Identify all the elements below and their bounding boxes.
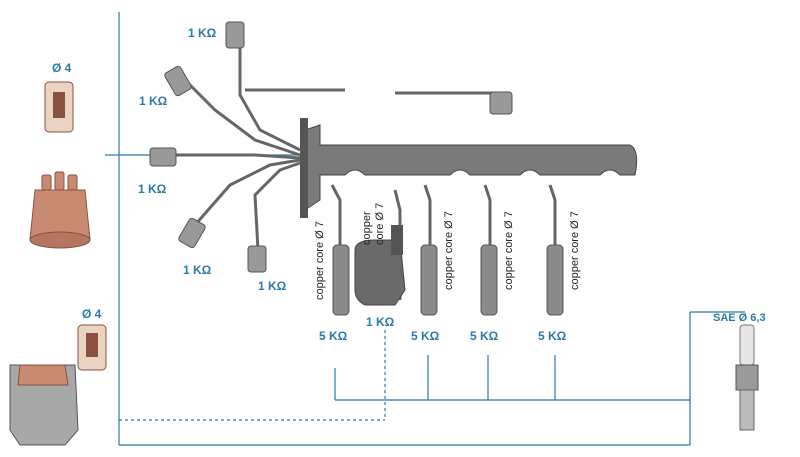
- plug-hex: [735, 364, 759, 391]
- r-upper-left-label: 1 KΩ: [139, 94, 168, 108]
- wire-labels: copper core Ø 7 copper core Ø 7 copper c…: [314, 203, 581, 300]
- connector-mid: [77, 324, 107, 371]
- wire-lower-left: [193, 158, 301, 226]
- spark-plug: [735, 324, 759, 431]
- connector-top-core: [53, 92, 65, 118]
- wire-upper-left: [183, 78, 301, 157]
- wire-mid-left: [165, 153, 301, 160]
- lower-boots: [332, 244, 564, 316]
- r-5k-3-label: 5 KΩ: [470, 329, 499, 343]
- boot-lower-left: [178, 217, 206, 249]
- boot-top: [225, 21, 245, 49]
- plug-boots: [149, 21, 513, 273]
- cap-base: [29, 231, 91, 249]
- r-5k-4-label: 5 KΩ: [538, 329, 567, 343]
- wire-right-far: [395, 91, 502, 101]
- r-5k-1-label: 5 KΩ: [319, 329, 348, 343]
- lower-boot-5: [546, 244, 564, 316]
- connector-top: [44, 81, 74, 133]
- wire-label-2a: copper: [361, 211, 373, 245]
- rail-flange: [300, 118, 308, 218]
- wire-label-1: copper core Ø 7: [314, 221, 326, 300]
- wire-label-4: copper core Ø 7: [503, 211, 515, 290]
- diam-label-top: Ø 4: [52, 61, 72, 75]
- wire-label-3: copper core Ø 7: [443, 211, 455, 290]
- distributor-lower: [9, 364, 79, 446]
- distributor-lower-cap: [17, 364, 69, 386]
- plug-thread: [739, 389, 755, 431]
- connector-mid-core: [86, 333, 98, 357]
- wire-harness: [165, 40, 502, 251]
- plug-insulator: [739, 324, 755, 366]
- lower-boot-1: [332, 244, 350, 316]
- boot-upper-left: [164, 65, 192, 97]
- diam-label-mid: Ø 4: [82, 307, 102, 321]
- lower-boot-4: [480, 244, 498, 316]
- wire-top: [238, 40, 301, 152]
- rail-body: [304, 124, 638, 211]
- connector-lines: [105, 12, 745, 446]
- cap-post-3: [67, 174, 78, 191]
- wire-label-5: copper core Ø 7: [569, 211, 581, 290]
- coil-stem: [391, 225, 403, 255]
- lower-boot-3: [420, 244, 438, 316]
- wire-label-2b: core Ø 7: [374, 203, 386, 245]
- r-top-label: 1 KΩ: [188, 26, 217, 40]
- labels: Ø 4 Ø 4 SAE Ø 6,3 1 KΩ 1 KΩ 1 KΩ 1 KΩ 1 …: [52, 26, 766, 343]
- cap-post-2: [54, 171, 65, 191]
- coil-body: [354, 239, 406, 306]
- distributor-cap: [29, 171, 91, 249]
- boot-lower-mid: [247, 245, 267, 273]
- boot-mid-left: [149, 147, 177, 167]
- r-coil-label: 1 KΩ: [366, 315, 395, 329]
- r-lower-mid-label: 1 KΩ: [258, 279, 287, 293]
- boot-right: [489, 91, 513, 115]
- distributor-rail: [300, 118, 638, 218]
- wire-lower-mid: [253, 161, 301, 251]
- sae-label: SAE Ø 6,3: [713, 312, 766, 324]
- ignition-coil: [354, 225, 406, 306]
- cap-post-1: [41, 174, 52, 191]
- r-mid-left-label: 1 KΩ: [138, 182, 167, 196]
- r-5k-2-label: 5 KΩ: [411, 329, 440, 343]
- r-lower-left-label: 1 KΩ: [183, 263, 212, 277]
